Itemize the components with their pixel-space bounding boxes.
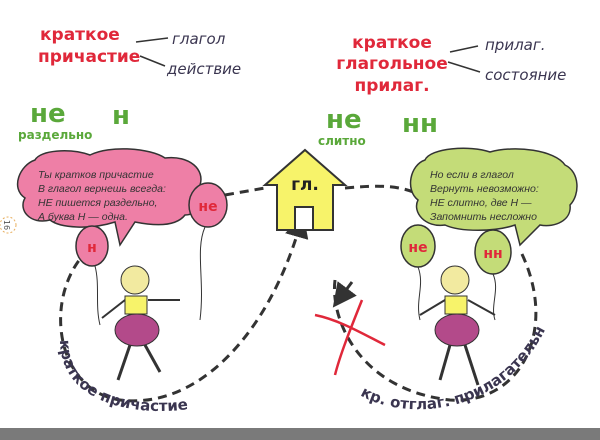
left-speech-bubble (16, 148, 205, 247)
right-nn: нн (402, 109, 438, 139)
page-number: 16 (2, 220, 11, 230)
poem-line: Ты кратков причастие (38, 169, 154, 181)
jester-right-icon (419, 265, 496, 386)
label-action: действие (166, 60, 241, 78)
jester-left-icon (101, 265, 180, 381)
left-term: краткое причастие (38, 25, 140, 67)
cross-icon (314, 299, 386, 376)
right-term-line-1: краткое (352, 33, 432, 53)
page-edge (0, 428, 600, 440)
page-number-badge (0, 216, 17, 234)
balloon-nn (474, 229, 512, 321)
balloon-n (75, 225, 109, 326)
balloon-ne (188, 182, 228, 321)
balloon-ne-right (400, 224, 436, 321)
label-adjective: прилаг. (485, 36, 546, 54)
poem-line: Вернуть невозможно: (430, 183, 539, 195)
connector-line (447, 61, 481, 73)
right-rule: слитно (318, 134, 366, 148)
right-term: краткое глагольное прилаг. (336, 33, 448, 96)
poem-line: НЕ пишется раздельно, (38, 197, 157, 209)
poem-line: Запомнить несложно (430, 211, 537, 223)
connector-line (139, 55, 166, 67)
poem-line: В глагол вернешь всегда: (38, 183, 166, 195)
connector-line (135, 37, 169, 43)
arrow-icon (332, 281, 357, 308)
balloon-ne-right-label: не (408, 240, 427, 256)
right-term-line-3: прилаг. (354, 76, 429, 96)
house-label: гл. (291, 175, 319, 195)
poem-line: Но если в глагол (430, 169, 514, 181)
balloon-nn-label: нн (483, 246, 502, 262)
balloon-n-label: н (87, 240, 97, 256)
left-term-line-2: причастие (38, 47, 140, 67)
balloon-ne-label: не (198, 199, 217, 215)
right-term-line-2: глагольное (336, 54, 448, 74)
label-state: состояние (485, 66, 566, 84)
poem-line: А буква Н — одна. (37, 211, 128, 223)
house-icon (262, 148, 348, 231)
left-path-label: краткое причастие (56, 339, 189, 415)
label-verb: глагол (172, 30, 226, 48)
left-term-line-1: краткое (40, 25, 120, 45)
right-ne: не (326, 105, 362, 135)
left-n: н (112, 101, 130, 131)
connector-line (449, 45, 479, 53)
poem-line: НЕ слитно, две Н — (430, 197, 532, 209)
left-rule: раздельно (18, 128, 92, 142)
left-ne: не (30, 99, 66, 129)
right-speech-bubble (409, 147, 578, 247)
